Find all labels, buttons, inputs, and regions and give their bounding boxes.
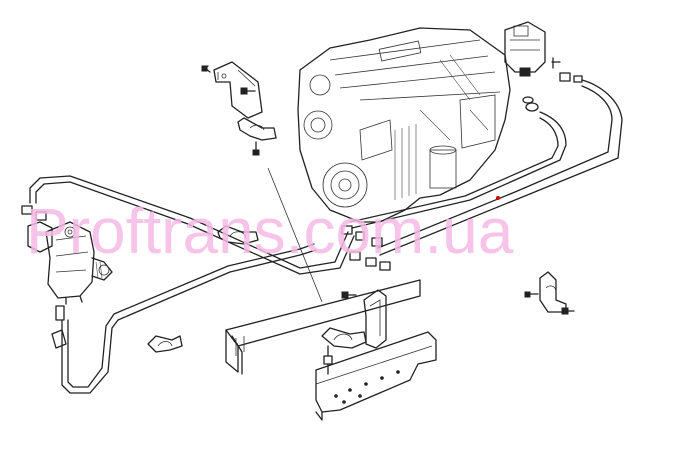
bolt-icon [561, 307, 575, 315]
hose-fitting-icon [21, 205, 67, 349]
clamp-icon [321, 327, 367, 349]
hose-fitting-icon [559, 72, 583, 83]
marker-dot [496, 196, 500, 200]
clamp-icon [217, 225, 259, 245]
engine-icon [297, 27, 511, 223]
bolt-icon [323, 345, 333, 375]
reservoir-icon [504, 21, 561, 77]
steering-box-icon [27, 221, 113, 305]
bolt-icon [240, 87, 256, 95]
washer-icon [522, 96, 539, 112]
watermark-text: Proftrans.com.ua [26, 195, 514, 267]
clamp-icon [539, 271, 567, 313]
frame-crossmember-icon [225, 279, 437, 421]
bolt-icon [524, 291, 539, 298]
bracket-icon [213, 61, 263, 119]
bolt-icon [341, 291, 357, 299]
bolt-icon [252, 141, 260, 156]
bracket-icon [363, 289, 387, 349]
hose-fitting-icon [341, 225, 391, 271]
clamp-icon [147, 335, 183, 353]
bolt-icon [201, 65, 211, 73]
clamp-icon [237, 117, 277, 141]
